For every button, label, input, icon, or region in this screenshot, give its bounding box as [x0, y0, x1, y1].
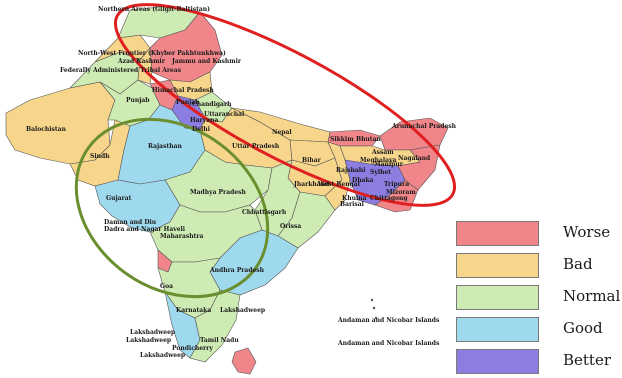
legend-item-normal: Normal: [452, 282, 621, 314]
label-goa: Goa: [160, 283, 173, 290]
label-tripura: Tripura: [384, 181, 409, 188]
label-assam: Assam: [371, 149, 394, 156]
label-west-bengal: West Bengal: [317, 181, 361, 188]
label-sylhet: Sylhet: [370, 169, 391, 176]
label-arunachal: Arunachal Pradesh: [391, 123, 457, 130]
label-andhra: Andhra Pradesh: [209, 267, 265, 274]
label-karnataka: Karnataka: [176, 307, 211, 314]
label-lakshadweep-4: Lakshadweep: [140, 352, 185, 359]
label-lakshadweep-3: Lakshadweep: [126, 337, 171, 344]
label-jharkhand: Jharkhand: [293, 181, 330, 188]
label-bihar: Bihar: [302, 157, 322, 164]
label-chandigarh: Chandigarh: [192, 101, 232, 108]
label-madhya-pradesh: Madhya Pradesh: [190, 189, 247, 196]
legend-item-worse: Worse: [452, 218, 617, 250]
label-haryana: Haryana: [190, 117, 218, 124]
legend-label: Bad: [563, 255, 593, 273]
region-sri-lanka: [231, 347, 257, 375]
region-tamil-nadu: [189, 289, 241, 363]
label-northern-areas: Northern Areas (Gilgit-Baltistan): [98, 6, 210, 13]
legend-label: Normal: [563, 287, 621, 305]
label-orissa: Orissa: [280, 223, 301, 230]
label-tamil-nadu: Tamil Nadu: [200, 337, 239, 344]
label-gujarat: Gujarat: [106, 195, 132, 202]
legend-swatch: [456, 349, 539, 374]
label-delhi: Delhi: [192, 126, 211, 133]
legend-item-good: Good: [452, 314, 617, 346]
label-pondicherry: Pondicherry: [172, 345, 213, 352]
label-sikkim: Sikkim: [330, 136, 354, 143]
label-fata: Federally Administered Tribal Areas: [60, 67, 182, 74]
legend-swatch: [456, 221, 539, 246]
andaman-island: [372, 306, 376, 310]
label-chhattisgarh: Chhattisgarh: [242, 209, 287, 216]
andaman-island: [370, 298, 374, 302]
legend-swatch: [456, 253, 539, 278]
label-lakshadweep-1: Lakshadweep: [220, 307, 265, 314]
region-west-bengal: [324, 141, 351, 211]
label-bhutan: Bhutan: [356, 136, 381, 143]
label-lakshadweep-2: Lakshadweep: [130, 329, 175, 336]
label-uttar-pradesh: Uttar Pradesh: [232, 143, 280, 150]
label-himachal: Himachal Pradesh: [152, 87, 214, 94]
label-jammu-kashmir: Jammu and Kashmir: [171, 58, 242, 65]
label-nepal: Nepal: [272, 129, 292, 136]
label-balochistan: Balochistan: [26, 126, 67, 133]
label-khulna: Khulna: [342, 195, 367, 202]
label-punjab-pk: Punjab: [126, 97, 150, 104]
green-highlight-ellipse: [74, 117, 270, 299]
legend-swatch: [456, 317, 539, 342]
label-rajasthan: Rajasthan: [148, 143, 182, 150]
label-nwfp: North-West Frontier (Khyber Pakhtunkhwa): [78, 50, 226, 57]
label-meghalaya: Meghalaya: [360, 157, 397, 164]
legend-label: Good: [563, 319, 603, 337]
label-manipur: Manipur: [374, 161, 404, 168]
label-barisal: Barisal: [340, 201, 365, 208]
legend-swatch: [456, 285, 539, 310]
label-daman-diu: Daman and Diu: [104, 219, 157, 226]
red-highlight-ellipse: [113, 3, 457, 207]
label-uttaranchal: Uttaranchal: [204, 111, 245, 118]
andaman-island: [374, 316, 378, 320]
label-sindh: Sindh: [90, 153, 110, 160]
legend-label: Worse: [563, 223, 611, 241]
map-legend: Worse Bad Normal Good Better: [452, 218, 621, 378]
label-nagaland: Nagaland: [398, 155, 431, 162]
label-andaman-2: Andaman and Nicobar Islands: [337, 340, 440, 347]
region-balochistan: [5, 81, 116, 165]
label-andaman-1: Andaman and Nicobar Islands: [337, 317, 440, 324]
label-maharashtra: Maharashtra: [160, 233, 204, 240]
legend-item-bad: Bad: [452, 250, 617, 282]
label-dadra: Dadra and Nagar Haveli: [104, 226, 186, 233]
legend-item-better: Better: [452, 346, 617, 378]
region-jammu-kashmir: [149, 11, 223, 83]
label-azad-kashmir: Azad Kashmir: [117, 58, 166, 65]
label-dhaka: Dhaka: [352, 177, 374, 184]
label-mizoram: Mizoram: [386, 189, 416, 196]
label-chittagong: Chittagong: [370, 195, 408, 202]
label-punjab-in: Punjab: [176, 99, 200, 106]
legend-label: Better: [563, 351, 612, 369]
label-rajshahi: Rajshahi: [336, 167, 366, 174]
